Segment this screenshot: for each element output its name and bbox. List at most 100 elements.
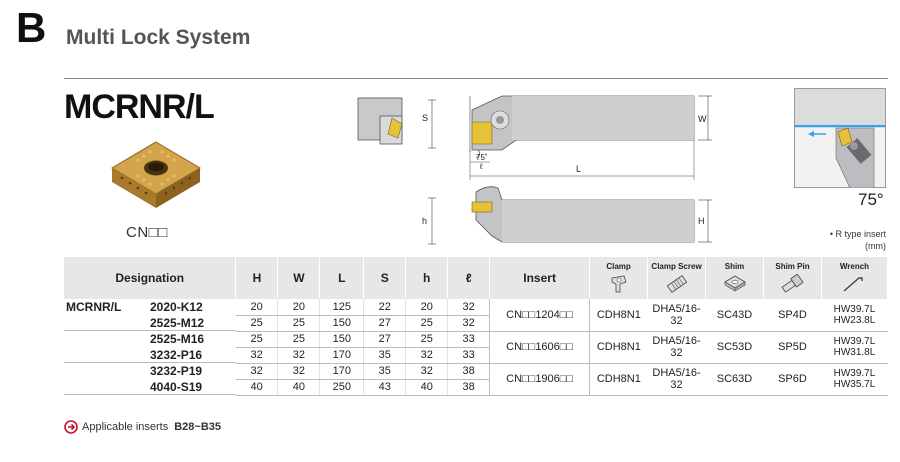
cell-S: 35: [363, 347, 407, 364]
clamp-screw-icon: [666, 275, 687, 293]
cell-L: 150: [319, 331, 365, 348]
wrench-secondary: HW23.8L: [833, 314, 876, 326]
label-w: W: [698, 114, 707, 124]
designation-cell: 2525-M16: [64, 331, 236, 347]
cell-W: 40: [277, 379, 321, 396]
cell-clamp: CDH8N1: [589, 363, 648, 396]
cell-L: 250: [319, 379, 365, 396]
cell-insert: CN□□1606□□: [489, 331, 590, 364]
designation-code: 3232-P19: [150, 364, 203, 378]
label-h: h: [422, 216, 427, 226]
wrench-secondary: HW35.7L: [833, 379, 876, 390]
header-W: W: [277, 257, 321, 299]
footer-range: B28~B35: [174, 421, 222, 433]
designation-code: 2525-M16: [150, 332, 205, 346]
note: • R type insert (mm): [830, 228, 886, 252]
cell-H: 40: [235, 379, 279, 396]
label-H: H: [698, 216, 705, 226]
cell-S: 43: [363, 379, 407, 396]
insert-code: CN□□: [126, 224, 168, 241]
cell-ell: 38: [447, 379, 490, 396]
footer: Applicable inserts B28~B35: [64, 420, 221, 434]
cell-shim: SC63D: [705, 363, 764, 396]
cell-shim-pin: SP6D: [763, 363, 822, 396]
end-view: [357, 97, 403, 145]
cell-H: 25: [235, 331, 279, 348]
cell-W: 25: [277, 331, 321, 348]
header-wrench-label: Wrench: [839, 262, 870, 271]
cell-H: 25: [235, 315, 279, 332]
shim-icon: [723, 275, 746, 292]
note-insert-type: • R type insert: [829, 229, 886, 239]
cell-H: 32: [235, 363, 279, 380]
header-shim-label: Shim: [724, 262, 745, 271]
header-h: h: [405, 257, 449, 299]
wrench-primary: HW39.7L: [833, 336, 876, 347]
note-unit: (mm): [865, 241, 886, 251]
header-insert: Insert: [489, 257, 591, 299]
header-clamp-screw-label: Clamp Screw: [651, 262, 702, 271]
header-clamp-screw: Clamp Screw: [647, 257, 707, 299]
cell-S: 22: [363, 299, 407, 316]
cell-h: 40: [405, 379, 449, 396]
designation-code: 4040-S19: [150, 379, 203, 394]
designation-cell: 3232-P16: [64, 347, 236, 363]
cell-h: 32: [405, 347, 449, 364]
cell-h: 20: [405, 299, 449, 316]
arrow-circle-icon: [64, 420, 78, 434]
designation-cell: 3232-P19: [64, 363, 236, 379]
cell-shim: SC53D: [705, 331, 764, 364]
wrench-icon: [844, 277, 864, 292]
shim-pin-icon: [781, 274, 805, 293]
section-letter: B: [16, 4, 47, 51]
cell-ell: 32: [447, 299, 490, 316]
header-shim-pin-label: Shim Pin: [775, 262, 810, 271]
cell-S: 35: [363, 363, 407, 380]
label-ell: ℓ: [479, 162, 483, 171]
cell-ell: 33: [447, 347, 490, 364]
header-L: L: [319, 257, 365, 299]
header-H: H: [235, 257, 279, 299]
label-s: S: [422, 113, 428, 123]
divider: [64, 78, 888, 79]
label-angle: 75˚: [476, 153, 488, 162]
cell-L: 150: [319, 315, 365, 332]
cell-S: 27: [363, 331, 407, 348]
table-header: Designation H W L S h ℓ Insert Clamp Cla…: [64, 257, 889, 299]
cell-ell: 32: [447, 315, 490, 332]
cell-W: 25: [277, 315, 321, 332]
cell-insert: CN□□1204□□: [489, 299, 590, 332]
cell-h: 25: [405, 331, 449, 348]
detail-angle: 75°: [858, 190, 884, 209]
cell-shim-pin: SP5D: [763, 331, 822, 364]
designation-code: 3232-P16: [150, 347, 203, 362]
clamp-icon: [611, 275, 627, 293]
designation-code: 2525-M12: [150, 315, 205, 330]
cell-L: 170: [319, 363, 365, 380]
cell-L: 125: [319, 299, 365, 316]
cell-ell: 33: [447, 331, 490, 348]
header-shim-pin: Shim Pin: [763, 257, 822, 299]
cell-clamp-screw: DHA5/16-32: [647, 299, 706, 332]
cell-W: 20: [277, 299, 321, 316]
wrench-primary: HW39.7L: [833, 303, 876, 315]
cell-h: 32: [405, 363, 449, 380]
wrench-secondary: HW31.8L: [833, 347, 876, 358]
cell-clamp-screw: DHA5/16-32: [647, 363, 706, 396]
wrench-primary: HW39.7L: [833, 368, 876, 379]
header-shim: Shim: [705, 257, 764, 299]
cell-ell: 38: [447, 363, 490, 380]
cell-clamp-screw: DHA5/16-32: [647, 331, 706, 364]
header-S: S: [363, 257, 407, 299]
cell-clamp: CDH8N1: [589, 331, 648, 364]
insert-image: [111, 141, 201, 208]
cell-L: 170: [319, 347, 365, 364]
cell-insert: CN□□1906□□: [489, 363, 590, 396]
designation-cell: 4040-S19: [64, 379, 236, 395]
top-view: [428, 95, 712, 180]
